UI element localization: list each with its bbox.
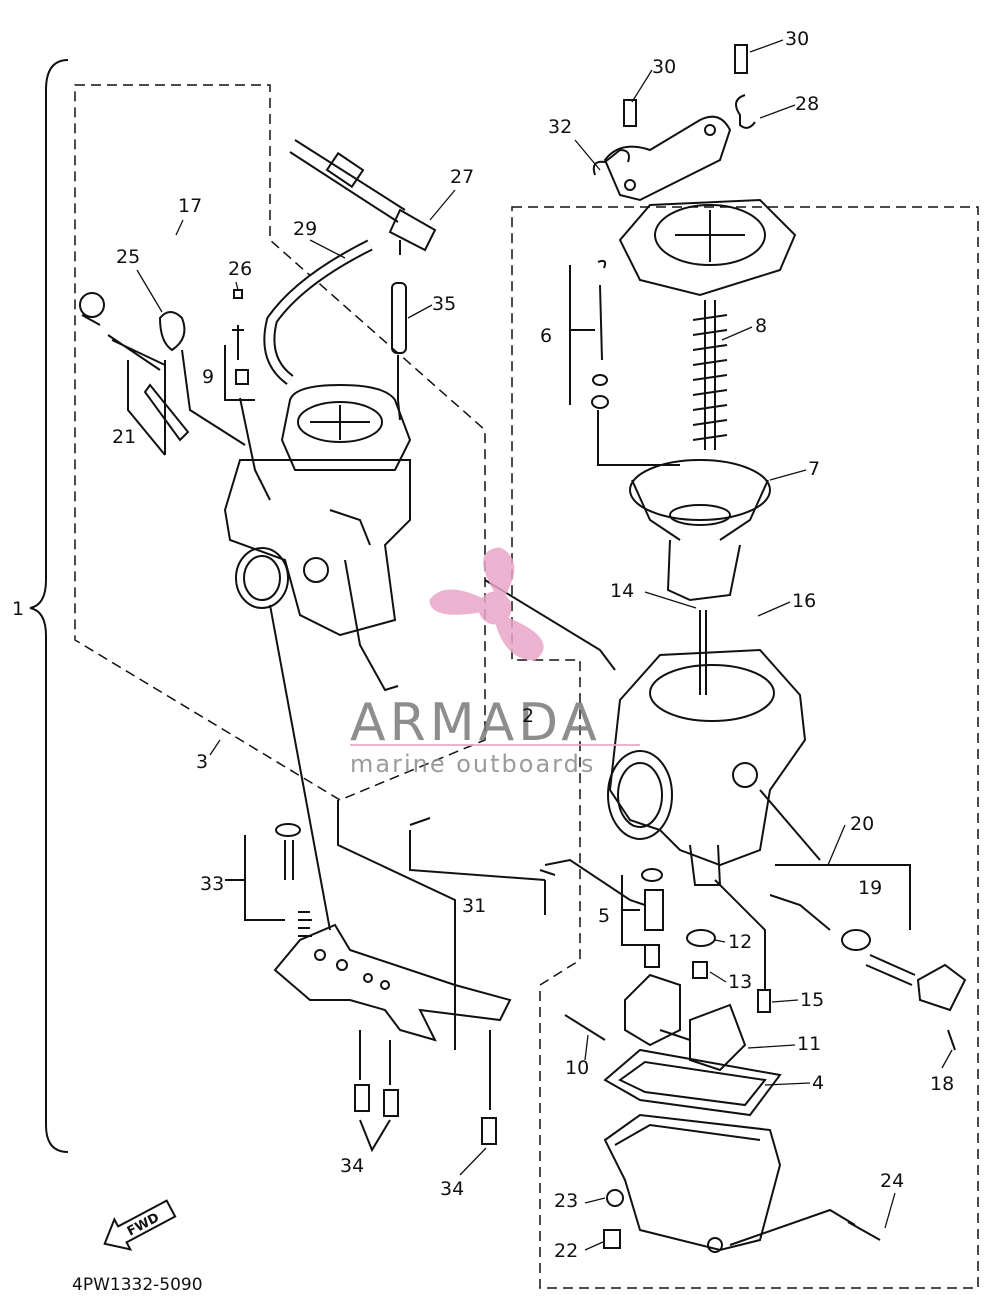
part-label: 11 <box>797 1033 821 1055</box>
screw-33 <box>225 823 312 937</box>
part-label: 4 <box>812 1072 824 1094</box>
screws-34 <box>354 1030 497 1153</box>
top-cover-bracket <box>603 115 732 202</box>
throttle-stop-screw-21 <box>79 292 190 456</box>
part-label: 6 <box>540 325 552 347</box>
vent-tube-27 <box>289 139 437 255</box>
pin-10 <box>564 1014 606 1041</box>
part-label: 21 <box>112 426 136 448</box>
part-label: 33 <box>200 873 224 895</box>
screw-31 <box>409 817 431 826</box>
washer-12 <box>686 929 716 947</box>
screw-24 <box>847 1221 881 1241</box>
diagram-code: 4PW1332-5090 <box>72 1275 203 1295</box>
part-label: 23 <box>554 1190 578 1212</box>
part-label: 31 <box>462 895 486 917</box>
screw-22 <box>603 1229 621 1249</box>
screw-13 <box>692 961 708 979</box>
part-label: 17 <box>178 195 202 217</box>
forward-arrow-icon: FWD <box>103 1199 177 1251</box>
part-label: 34 <box>440 1178 464 1200</box>
part-label: 7 <box>808 458 820 480</box>
part-label: 19 <box>858 877 882 899</box>
part-label: 30 <box>785 28 809 50</box>
hose-35 <box>391 282 407 354</box>
spring-8 <box>692 300 728 450</box>
part-label: 25 <box>116 246 140 268</box>
part-label: 18 <box>930 1073 954 1095</box>
part-label: 12 <box>728 931 752 953</box>
part-label: 32 <box>548 116 572 138</box>
screw-18 <box>947 1029 956 1051</box>
hose-29 <box>263 239 373 385</box>
part-label: 13 <box>728 971 752 993</box>
needle-jet-9 <box>224 289 271 501</box>
part-label: 35 <box>432 293 456 315</box>
part-label: 14 <box>610 580 634 602</box>
left-carb-frame <box>74 84 486 801</box>
part-label: 27 <box>450 166 474 188</box>
part-label: 22 <box>554 1240 578 1262</box>
part-label: 24 <box>880 1170 904 1192</box>
part-label: 9 <box>202 366 214 388</box>
armada-logo: ARMADA marine outboards <box>350 547 640 778</box>
diaphragm-cover-7 <box>618 198 797 297</box>
propeller-icon <box>429 547 544 661</box>
part-label: 5 <box>598 905 610 927</box>
needle-assembly-6 <box>569 259 680 466</box>
adjuster-19 <box>769 864 967 1012</box>
part-label: 15 <box>800 989 824 1011</box>
part-label: 34 <box>340 1155 364 1177</box>
diaphragm-piston-7 <box>629 459 771 602</box>
leader-lines <box>136 39 953 1251</box>
part-label: 20 <box>850 813 874 835</box>
watermark-tagline: marine outboards <box>350 750 595 778</box>
part-label: 29 <box>293 218 317 240</box>
part-label: 28 <box>795 93 819 115</box>
part-label: 10 <box>565 1057 589 1079</box>
clip-25 <box>158 311 186 352</box>
gasket-4 <box>603 1048 782 1117</box>
right-carburetor-body <box>607 648 807 886</box>
plug-15 <box>757 989 771 1013</box>
part-labels: 30 30 28 32 27 17 29 25 26 35 6 8 9 21 7… <box>12 28 954 1262</box>
washer-23 <box>606 1189 624 1207</box>
part-label: 2 <box>522 705 534 727</box>
left-carburetor-body <box>223 383 412 692</box>
part-label: 16 <box>792 590 816 612</box>
main-jet-5 <box>621 868 664 968</box>
float-11 <box>624 973 747 1072</box>
assembly-brace <box>29 59 69 1153</box>
float-bowl <box>603 1113 782 1253</box>
throttle-link-bracket <box>269 604 512 1050</box>
part-label: 8 <box>755 315 767 337</box>
watermark-brand: ARMADA <box>350 693 601 753</box>
part-label: 3 <box>196 751 208 773</box>
part-label: 1 <box>12 598 24 620</box>
part-label: 30 <box>652 56 676 78</box>
part-label: 26 <box>228 258 252 280</box>
